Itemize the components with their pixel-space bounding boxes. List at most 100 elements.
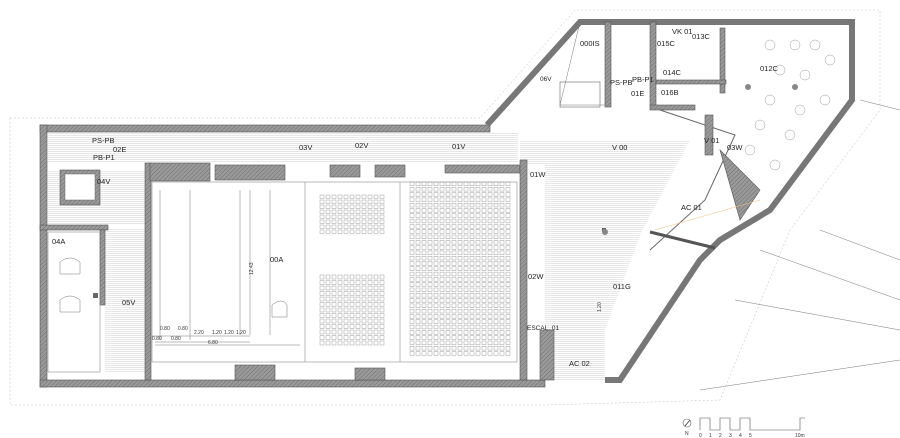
seat xyxy=(445,309,451,314)
seat xyxy=(325,318,331,324)
seat xyxy=(499,192,505,197)
seat xyxy=(433,324,439,330)
seat xyxy=(355,199,361,204)
seat xyxy=(361,219,367,224)
seat xyxy=(505,309,511,314)
seat xyxy=(325,280,331,285)
seat xyxy=(427,266,433,271)
seat xyxy=(415,202,421,208)
seat xyxy=(427,250,433,255)
seat xyxy=(445,298,451,303)
seat xyxy=(427,324,433,330)
seat xyxy=(415,282,421,287)
seat xyxy=(343,194,349,199)
seat xyxy=(331,280,337,285)
seat xyxy=(349,285,355,291)
seat xyxy=(373,329,379,335)
seat xyxy=(439,330,445,335)
seat xyxy=(463,303,469,308)
seat xyxy=(469,181,475,186)
seat xyxy=(451,240,457,245)
seat xyxy=(469,293,475,298)
seat xyxy=(421,303,427,308)
seat xyxy=(343,280,349,285)
seat xyxy=(487,266,493,271)
seat xyxy=(457,319,463,324)
seat xyxy=(475,324,481,330)
seat xyxy=(325,307,331,313)
seat xyxy=(505,324,511,330)
seat xyxy=(469,202,475,208)
seat xyxy=(355,324,361,329)
seat xyxy=(451,293,457,298)
seat xyxy=(409,224,415,229)
seat xyxy=(367,285,373,291)
seat xyxy=(349,307,355,313)
seat xyxy=(463,229,469,234)
seat xyxy=(457,197,463,202)
seat xyxy=(487,324,493,330)
seat xyxy=(487,208,493,213)
seat xyxy=(481,271,487,277)
seat xyxy=(433,218,439,224)
seat xyxy=(445,256,451,261)
seat xyxy=(415,224,421,229)
seat xyxy=(325,313,331,318)
seat xyxy=(457,261,463,266)
seat xyxy=(499,351,505,356)
seat xyxy=(499,282,505,287)
seat xyxy=(487,261,493,266)
seat xyxy=(463,282,469,287)
seat xyxy=(373,204,379,209)
seat xyxy=(499,229,505,234)
seat xyxy=(319,209,325,214)
seat xyxy=(361,307,367,313)
seat xyxy=(343,199,349,204)
seat xyxy=(445,192,451,197)
seat xyxy=(337,214,343,219)
seat xyxy=(505,319,511,324)
seat xyxy=(409,293,415,298)
seat xyxy=(415,250,421,255)
seat xyxy=(415,181,421,186)
seat xyxy=(409,287,415,292)
seat xyxy=(355,274,361,280)
seat xyxy=(463,218,469,224)
seat xyxy=(343,219,349,224)
seat xyxy=(493,303,499,308)
main-block-walls xyxy=(39,124,555,388)
seat xyxy=(439,250,445,255)
seat xyxy=(499,208,505,213)
seat xyxy=(421,202,427,208)
seat xyxy=(505,202,511,208)
seat xyxy=(349,329,355,335)
seat xyxy=(469,303,475,308)
seat xyxy=(409,261,415,266)
seat xyxy=(499,256,505,261)
seat xyxy=(499,298,505,303)
seat xyxy=(361,204,367,209)
seat xyxy=(457,287,463,292)
seat xyxy=(373,274,379,280)
seat xyxy=(409,192,415,197)
seat xyxy=(331,209,337,214)
seat xyxy=(409,187,415,192)
seat xyxy=(451,202,457,208)
seat xyxy=(499,330,505,335)
seat xyxy=(361,302,367,307)
scale-tick-0: 0 xyxy=(699,433,702,438)
seat xyxy=(331,229,337,234)
seat xyxy=(499,340,505,345)
seat xyxy=(439,293,445,298)
seat xyxy=(343,329,349,335)
seat xyxy=(451,266,457,271)
seat xyxy=(433,240,439,245)
seat xyxy=(379,291,385,296)
seat xyxy=(469,271,475,277)
seat xyxy=(457,271,463,277)
seat xyxy=(409,245,415,250)
seat xyxy=(463,330,469,335)
seat xyxy=(343,285,349,291)
seat xyxy=(481,330,487,335)
seat xyxy=(469,240,475,245)
